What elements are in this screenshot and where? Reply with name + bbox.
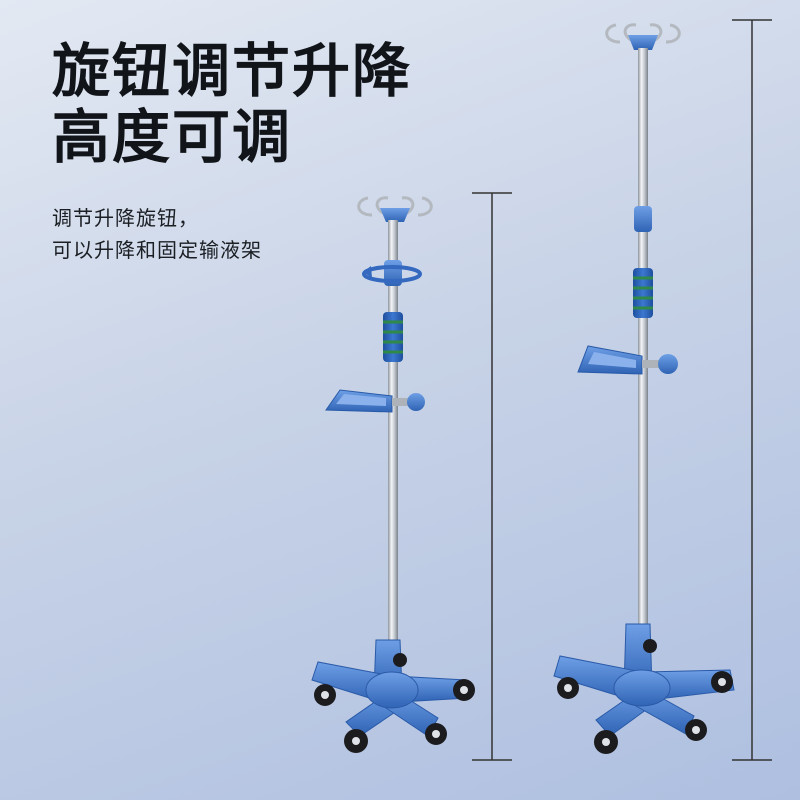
description: 调节升降旋钮， 可以升降和固定输液架	[52, 202, 262, 266]
star-base	[311, 639, 469, 737]
iv-stand-raised	[553, 23, 735, 754]
hanging-hooks	[357, 196, 433, 217]
description-line-1: 调节升降旋钮，	[52, 206, 199, 230]
star-base	[553, 623, 735, 737]
rotate-arrow-icon	[362, 265, 422, 283]
headline-line-1: 旋钮调节升降	[52, 37, 413, 105]
headline-line-2: 高度可调	[52, 103, 293, 171]
iv-stand-lowered	[311, 196, 475, 753]
headline: 旋钮调节升降 高度可调	[52, 38, 412, 170]
description-line-2: 可以升降和固定输液架	[52, 238, 262, 262]
height-measure-short	[472, 192, 512, 761]
hanging-hooks	[605, 23, 681, 44]
height-measure-tall	[732, 19, 772, 761]
